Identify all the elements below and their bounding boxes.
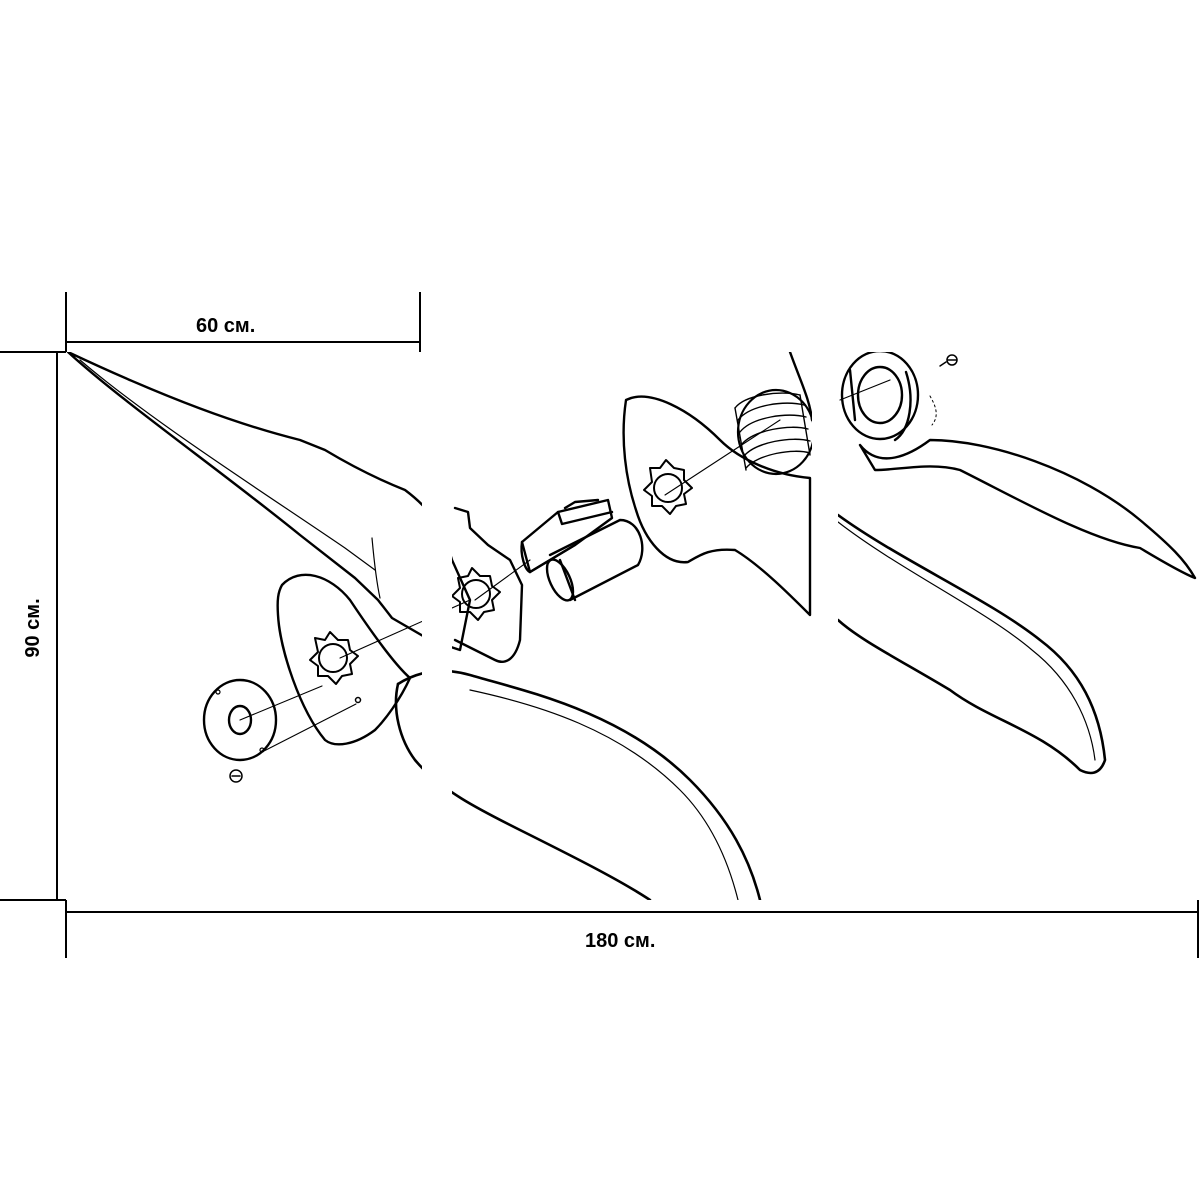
total-width-label: 180 см. xyxy=(585,930,656,952)
canvas-panel-middle xyxy=(452,352,812,900)
canvas-panel-left xyxy=(66,352,422,900)
panel-width-label: 60 см. xyxy=(196,315,256,337)
canvas-panel-right xyxy=(838,352,1198,900)
height-label: 90 см. xyxy=(22,598,44,658)
dimension-lines xyxy=(0,292,1199,958)
